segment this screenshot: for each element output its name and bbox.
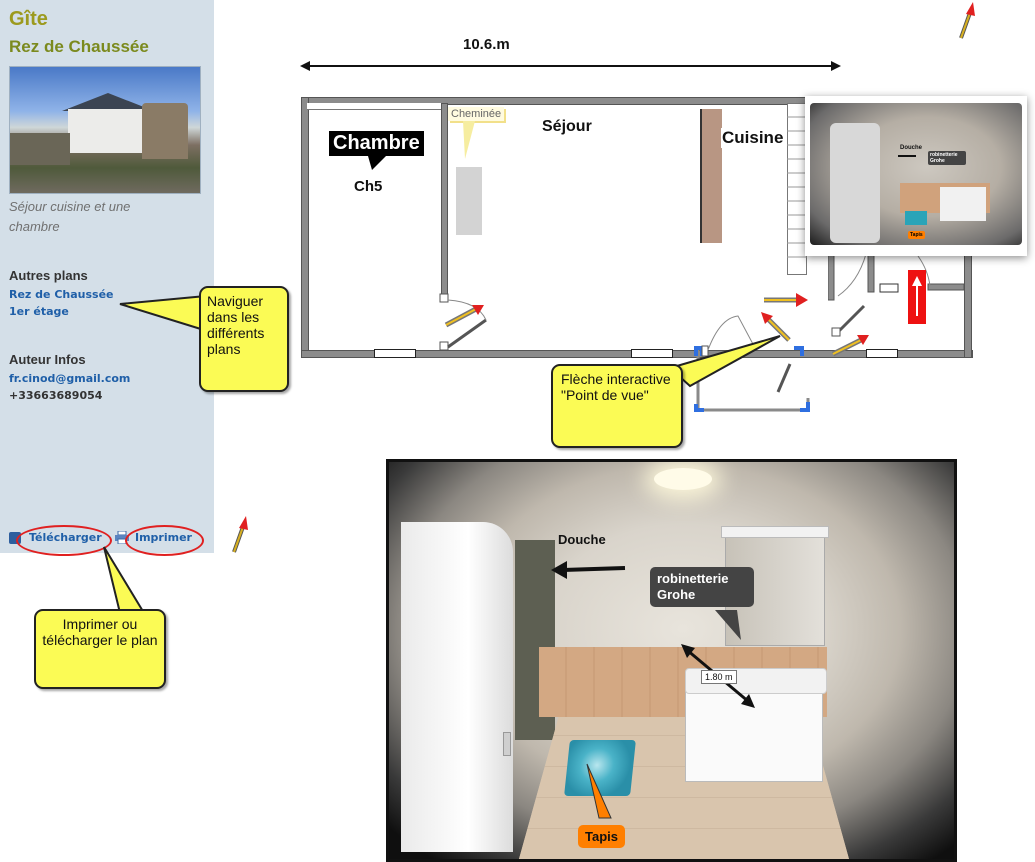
active-viewpoint-arrow[interactable] xyxy=(906,268,928,326)
viewpoint-arrow-icon[interactable] xyxy=(228,514,250,556)
plan-link-first-floor[interactable]: 1er étage xyxy=(9,305,69,318)
window xyxy=(374,349,416,358)
navigate-callout-text: Naviguer dans les différents plans xyxy=(207,293,265,357)
wall-left xyxy=(301,97,309,357)
preview-shower-label: Douche xyxy=(900,145,923,151)
viewpoint-arrow-icon[interactable] xyxy=(829,332,871,358)
author-phone: +33663689054 xyxy=(9,389,103,402)
measure-label: 1.80 m xyxy=(701,670,737,684)
faucet-label-pointer xyxy=(715,610,741,640)
bathroom-partitions xyxy=(828,251,965,337)
author-email[interactable]: fr.cinod@gmail.com xyxy=(9,372,131,385)
dimension-arrow xyxy=(300,61,841,71)
shower-arrow xyxy=(551,561,626,579)
faucet-label: robinetterie Grohe xyxy=(650,567,754,607)
sidebar: Gîte Rez de Chaussée Séjour cuisine et u… xyxy=(0,0,214,553)
fireplace-label: Cheminée xyxy=(448,107,505,121)
preview-rug-label: Tapis xyxy=(908,231,925,239)
bathroom-photo: Douche robinetterie Grohe 1.80 m Tapis xyxy=(386,459,957,862)
rug-label: Tapis xyxy=(578,825,625,848)
rug-label-pointer xyxy=(586,763,612,819)
bedroom-tag: Chambre xyxy=(329,131,424,156)
staircase xyxy=(787,103,807,275)
viewpoint-arrow-icon[interactable] xyxy=(760,290,810,310)
bedroom-tag-pointer xyxy=(368,156,386,170)
ceiling-light xyxy=(654,468,712,490)
bedroom-name: Ch5 xyxy=(354,178,383,195)
house-thumbnail[interactable] xyxy=(9,66,201,194)
viewpoint-arrow-icon[interactable] xyxy=(442,303,486,329)
other-plans-heading: Autres plans xyxy=(9,268,88,283)
arrow-help-callout: Flèche interactive "Point de vue" xyxy=(551,364,683,448)
site-title: Gîte xyxy=(9,8,48,30)
vanity-cabinet xyxy=(685,690,823,782)
fireplace-label-pointer xyxy=(463,121,475,159)
floor-title: Rez de Chaussée xyxy=(9,37,149,56)
wall-bedroom xyxy=(441,103,448,301)
print-callout-text: Imprimer ou télécharger le plan xyxy=(42,616,158,648)
kitchen-label: Cuisine xyxy=(721,128,785,148)
plan-link-ground-floor[interactable]: Rez de Chaussée xyxy=(9,288,114,301)
door-panel xyxy=(401,522,513,852)
shower-label: Douche xyxy=(558,532,606,547)
window xyxy=(631,349,673,358)
viewpoint-arrow-icon[interactable] xyxy=(757,310,793,344)
arrow-help-callout-text: Flèche interactive "Point de vue" xyxy=(561,371,671,403)
author-heading: Auteur Infos xyxy=(9,352,86,367)
fireplace-block xyxy=(456,167,482,235)
viewpoint-preview[interactable]: Douche robinetterie Grohe Tapis xyxy=(805,96,1027,256)
kitchen-counter xyxy=(700,109,722,243)
navigate-callout: Naviguer dans les différents plans xyxy=(199,286,289,392)
preview-faucet-label: robinetterie Grohe xyxy=(928,151,966,165)
print-highlight xyxy=(125,525,204,556)
print-callout: Imprimer ou télécharger le plan xyxy=(34,609,166,689)
window xyxy=(866,349,898,358)
plan-dimension: 10.6.m xyxy=(463,36,510,53)
preview-image: Douche robinetterie Grohe Tapis xyxy=(810,103,1022,245)
viewpoint-arrow-icon[interactable] xyxy=(955,0,977,42)
living-room-label: Séjour xyxy=(542,118,592,135)
door xyxy=(439,293,487,351)
download-highlight xyxy=(16,525,112,556)
plan-caption: Séjour cuisine et une chambre xyxy=(9,199,131,234)
navigate-callout-pointer xyxy=(119,294,208,332)
